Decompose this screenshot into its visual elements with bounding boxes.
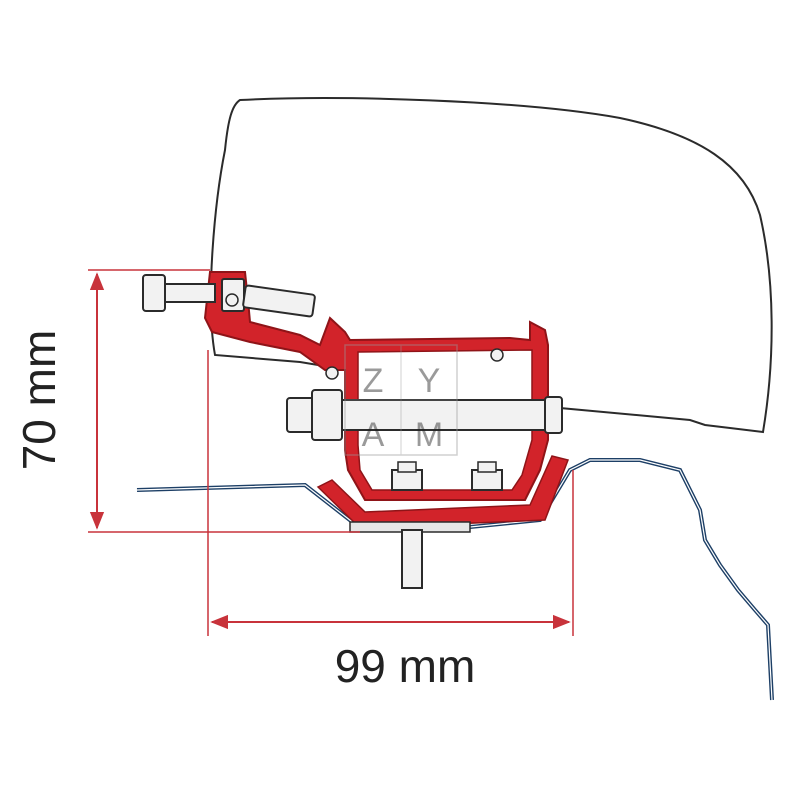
through-bolt xyxy=(286,389,563,441)
height-dimension-label: 70 mm xyxy=(13,330,65,471)
mounting-stud xyxy=(401,529,423,589)
watermark: Z Y A M xyxy=(344,344,458,456)
channel-nuts xyxy=(391,461,503,491)
bracket-screws xyxy=(225,293,504,380)
watermark-letter-2: Y xyxy=(418,362,441,400)
watermark-letter-1: Z xyxy=(363,362,384,400)
base-plate xyxy=(349,521,471,533)
watermark-letter-3: A xyxy=(362,416,385,454)
width-dimension-label: 99 mm xyxy=(335,640,476,692)
width-dimension: 99 mm xyxy=(207,350,574,692)
watermark-letter-4: M xyxy=(415,416,443,454)
height-dimension: 70 mm xyxy=(13,269,360,533)
